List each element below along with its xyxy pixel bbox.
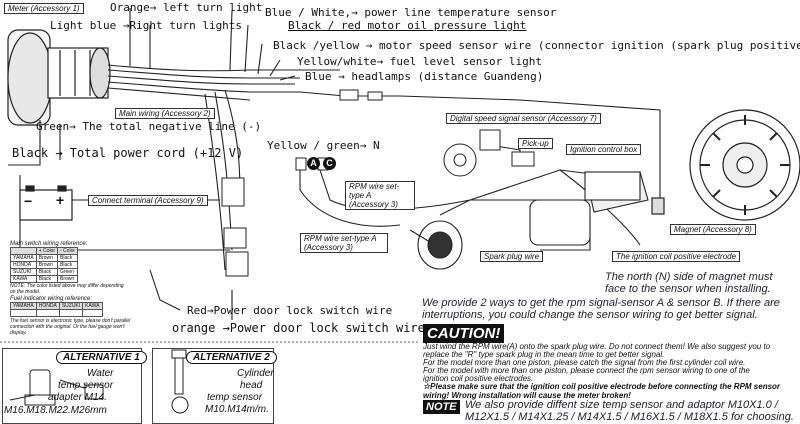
magnet-label: Magnet (Accessory 8): [670, 224, 756, 235]
connect-terminal-label: Connect terminal (Accessory 9): [88, 195, 208, 206]
alt2-text: head: [240, 380, 263, 391]
alt1-text: Water: [87, 368, 114, 379]
main-switch-title: Main switch wiring reference:: [10, 241, 88, 247]
light-blue-label: Light blue →Right turn lights: [50, 19, 243, 32]
pickup-label: Pick-up: [518, 138, 553, 149]
ignition-box-drawing: [584, 171, 649, 213]
fuel-title: Fuel indicator wiring reference:: [10, 296, 93, 302]
alt2-text: M10.M14m/m.: [205, 404, 269, 415]
blue-white-label: Blue / White,→ power line temperature se…: [265, 6, 557, 19]
black-yellow-label: Black /yellow → motor speed sensor wire …: [273, 39, 800, 52]
brake-disc-drawing: [651, 109, 800, 221]
north-notice: The north (N) side of magnet must face t…: [605, 271, 773, 295]
alternative-1-title: ALTERNATIVE 1: [56, 351, 147, 364]
green-negative-label: Green→ The total negative line (-): [36, 120, 262, 133]
note-tag: NOTE: [423, 400, 460, 414]
black-total-power-label: Black → Total power cord (+12 V): [12, 146, 244, 160]
marker-c: C: [323, 157, 336, 170]
spark-plug-label: Spark plug wire: [480, 251, 544, 262]
battery-plus: +: [56, 192, 65, 208]
connector-blocks: [221, 89, 383, 277]
caution-bold: ☆Please make sure that the ignition coil…: [423, 382, 781, 400]
red-door-lock-label: Red→Power door lock switch wire: [187, 304, 393, 317]
orange-left-turn-label: Orange→ left turn light: [110, 1, 263, 14]
main-switch-note: NOTE: The color listed above may differ …: [10, 283, 124, 295]
note-text-1: We also provide diffent size temp sensor…: [465, 399, 778, 411]
fuel-note: The fuel sensor is electronic type, plea…: [10, 318, 131, 336]
rpm-wire-a-label-1: RPM wire set-type A (Accessory 3): [345, 181, 415, 210]
caution-line: For the model with more than one piston,…: [423, 366, 750, 375]
marker-a: A: [307, 157, 320, 170]
orange-door-lock-label: orange →Power door lock switch wire: [172, 321, 425, 335]
alt1-sensor-drawing: [9, 369, 104, 406]
rpm-wire-a-label-2: RPM wire set-type A (Accessory 3): [300, 233, 388, 253]
main-wiring-label: Main wiring (Accessory 2): [115, 108, 215, 119]
speed-sensor-gear: [443, 129, 535, 177]
blue-headlamps-label: Blue → headlamps (distance Guandeng): [305, 70, 544, 83]
note-text-2: M12X1.5 / M14X1.25 / M14X1.5 / M16X1.5 /…: [465, 411, 794, 423]
meter-gauge-drawing: [7, 29, 111, 126]
caution-line: Just wind the RPM wire(A) onto the spark…: [423, 342, 771, 351]
alt1-text: M16.M18.M22.M26mm: [4, 405, 107, 416]
battery-drawing: [19, 185, 73, 221]
black-red-label: Black / red motor oil pressure light: [288, 19, 527, 32]
meter-label: Meter (Accessory 1): [4, 3, 84, 14]
alt2-text: Cylinder: [237, 368, 274, 379]
yellow-green-label: Yellow / green→ N: [267, 139, 380, 152]
caution-title: CAUTION!: [423, 324, 505, 343]
caution-line: ignition coil positive electrodes.: [423, 374, 534, 383]
table-row: [10, 309, 103, 317]
two-ways-notice: We provide 2 ways to get the rpm signal-…: [422, 297, 780, 321]
ignition-coil-label: The ignition coil positive electrode: [612, 251, 741, 262]
battery-minus: −: [24, 193, 33, 209]
ignition-box-label: Ignition control box: [566, 144, 642, 155]
alt1-text: temp sensor: [58, 380, 114, 391]
digital-speed-label: Digital speed signal sensor (Accessory 7…: [446, 113, 601, 124]
yellow-white-label: Yellow/white→ fuel level sensor light: [297, 55, 543, 68]
caution-line: replace the "R" type spark plug in the m…: [423, 350, 665, 359]
alternative-2-title: ALTERNATIVE 2: [186, 351, 277, 364]
coil-and-spark-drawing: [409, 199, 591, 270]
alt2-text: temp sensor: [207, 392, 263, 403]
caution-line: For the model more than one piston, plea…: [423, 358, 746, 367]
alt1-text: adapter M14.: [48, 392, 107, 403]
